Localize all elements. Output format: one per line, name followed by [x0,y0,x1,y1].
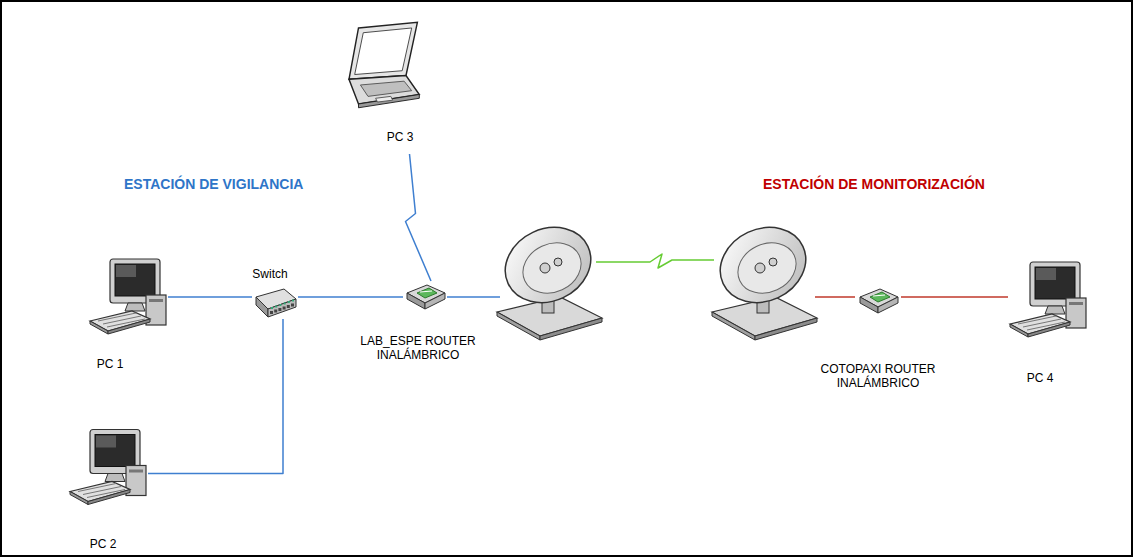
wire-segment [447,296,500,298]
wire-segment [406,154,432,281]
satellite-dish [493,214,603,340]
device-node: PC 2 [68,423,148,508]
router-icon [403,281,447,311]
wire-segment [148,319,283,474]
device-label: PC 2 [90,537,117,551]
wire-segment [596,254,714,268]
device-node: PC 1 [88,255,168,335]
network-link [298,297,403,298]
network-link [168,297,252,298]
device-label: PC 1 [97,357,124,371]
device-label: Switch [252,267,287,281]
wire-segment [298,296,403,298]
device-node: PC 4 [1008,258,1088,338]
device-node: PC 3 [330,18,425,113]
station-title: ESTACIÓN DE MONITORIZACIÓN [763,176,985,193]
wire-segment [168,296,252,298]
network-link [447,254,855,297]
switch-icon [252,287,298,319]
device-node: Switch [252,287,298,319]
laptop-icon [330,18,425,113]
network-link [148,319,283,474]
pc-icon [1008,258,1088,338]
device-node: COTOPAXI ROUTER INALÁMBRICO [855,285,901,315]
device-node: LAB_ESPE ROUTER INALÁMBRICO [403,281,447,311]
wire-segment [815,296,855,298]
device-label: PC 4 [1027,371,1054,385]
router-icon [855,285,901,315]
device-label: PC 3 [387,130,414,144]
network-link [406,154,432,281]
wire-segment [901,296,1008,298]
device-label: COTOPAXI ROUTER INALÁMBRICO [812,362,944,390]
pc-icon [88,255,168,335]
satellite-dish [708,214,818,340]
network-link [901,297,1008,298]
device-label: LAB_ESPE ROUTER INALÁMBRICO [352,334,484,362]
station-title: ESTACIÓN DE VIGILANCIA [124,176,303,193]
pc-icon [68,423,148,508]
